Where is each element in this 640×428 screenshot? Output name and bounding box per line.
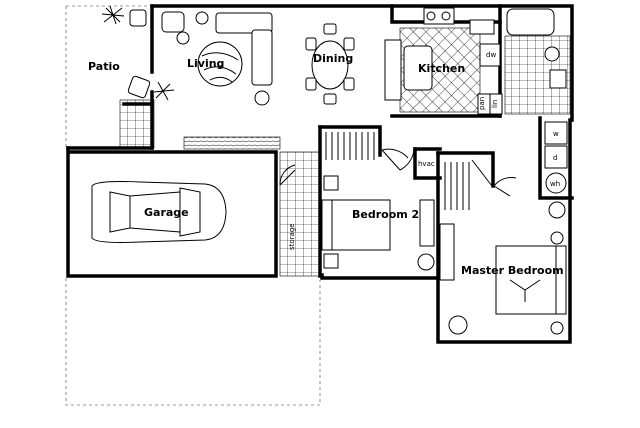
plants	[101, 5, 175, 101]
master-furniture	[439, 201, 567, 335]
kitchen-fixtures	[384, 7, 503, 115]
driveway-outline	[65, 278, 321, 406]
car	[91, 181, 227, 243]
bedroom2-furniture	[321, 175, 435, 271]
patio-outline	[65, 5, 152, 150]
dining-table	[305, 23, 355, 105]
label-linen: lin	[491, 100, 499, 108]
label-dryer: d	[553, 154, 557, 162]
label-washer: w	[553, 130, 559, 138]
room-label-dining: Dining	[313, 52, 353, 65]
patio-steps-tile	[119, 99, 155, 149]
hall-wood	[183, 136, 281, 150]
room-label-patio: Patio	[88, 60, 120, 73]
label-hvac: hvac	[418, 160, 435, 168]
door-swings	[279, 148, 517, 197]
closet-rails	[325, 132, 493, 210]
label-storage: storage	[288, 223, 296, 250]
bath-fixtures	[506, 8, 567, 89]
laundry	[544, 121, 568, 194]
room-label-bedroom2: Bedroom 2	[352, 208, 419, 221]
label-pantry: pan	[478, 97, 486, 110]
room-label-kitchen: Kitchen	[418, 62, 465, 75]
label-water-heater: wh	[550, 180, 560, 188]
living-furniture	[161, 11, 273, 106]
room-label-living: Living	[187, 57, 224, 70]
room-label-master: Master Bedroom	[461, 264, 564, 277]
room-label-garage: Garage	[144, 206, 189, 219]
label-dishwasher: dw	[486, 51, 496, 59]
